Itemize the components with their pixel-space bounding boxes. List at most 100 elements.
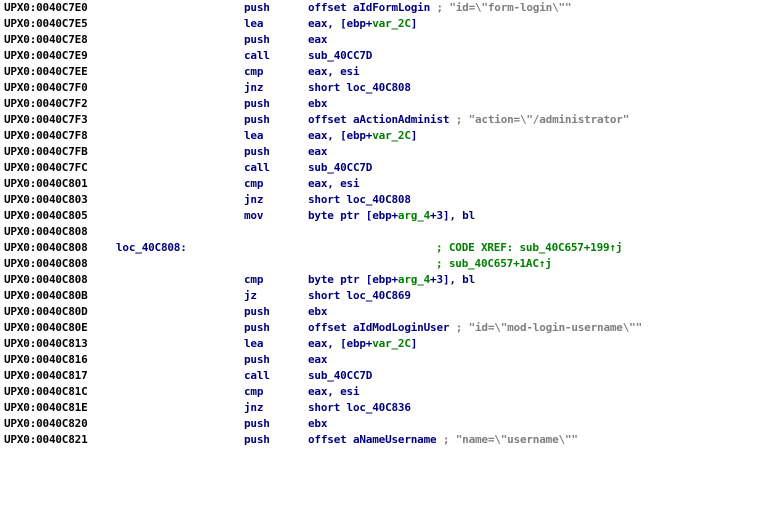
line-address: UPX0:0040C7F3 (4, 113, 88, 126)
line-address: UPX0:0040C821 (4, 433, 88, 446)
line-address: UPX0:0040C7EE (4, 65, 88, 78)
operand-text: eax, [ebp+ (308, 129, 373, 142)
stack-variable[interactable]: var_2C (372, 337, 411, 350)
line-mnemonic: push (244, 353, 270, 366)
stack-variable[interactable]: var_2C (372, 129, 411, 142)
line-address: UPX0:0040C7F8 (4, 129, 88, 142)
line-address: UPX0:0040C805 (4, 209, 88, 222)
listing-line[interactable]: UPX0:0040C7F8 lea eax, [ebp+var_2C] (0, 128, 781, 144)
line-address: UPX0:0040C80E (4, 321, 88, 334)
listing-line[interactable]: UPX0:0040C80B jz short loc_40C869 (0, 288, 781, 304)
line-mnemonic: call (244, 161, 270, 174)
line-mnemonic: lea (244, 337, 264, 350)
line-operands[interactable]: offset aIdFormLogin ; "id=\"form-login\"… (308, 0, 572, 16)
line-address: UPX0:0040C80B (4, 289, 88, 302)
listing-line[interactable]: UPX0:0040C7EE cmp eax, esi (0, 64, 781, 80)
line-mnemonic: call (244, 369, 270, 382)
line-operands[interactable]: short loc_40C836 (308, 401, 411, 414)
line-operands[interactable]: eax, esi (308, 65, 360, 78)
line-operands[interactable]: short loc_40C869 (308, 289, 411, 302)
listing-line[interactable]: UPX0:0040C80E push offset aIdModLoginUse… (0, 320, 781, 336)
line-comment: ; "action=\"/administrator" (455, 113, 630, 126)
listing-line[interactable]: UPX0:0040C817 call sub_40CC7D (0, 368, 781, 384)
listing-line[interactable]: UPX0:0040C808 (0, 224, 781, 240)
line-address: UPX0:0040C81C (4, 385, 88, 398)
operand-text: ] (410, 337, 418, 350)
line-mnemonic: push (244, 145, 270, 158)
line-mnemonic: cmp (244, 273, 264, 286)
operand-text: eax, [ebp+ (308, 337, 373, 350)
line-mnemonic: push (244, 305, 270, 318)
listing-line[interactable]: UPX0:0040C816 push eax (0, 352, 781, 368)
stack-variable[interactable]: arg_4 (397, 209, 431, 222)
listing-line[interactable]: UPX0:0040C7FC call sub_40CC7D (0, 160, 781, 176)
listing-line[interactable]: UPX0:0040C808 ; sub_40C657+1AC↑j (0, 256, 781, 272)
listing-line[interactable]: UPX0:0040C805 mov byte ptr [ebp+arg_4+3]… (0, 208, 781, 224)
listing-line[interactable]: UPX0:0040C808 loc_40C808: ; CODE XREF: s… (0, 240, 781, 256)
line-operands[interactable]: ebx (308, 97, 328, 110)
line-operands[interactable]: sub_40CC7D (308, 49, 373, 62)
code-label[interactable]: loc_40C808: (116, 241, 187, 254)
line-mnemonic: jnz (244, 81, 264, 94)
line-address: UPX0:0040C81E (4, 401, 88, 414)
line-operands[interactable]: eax (308, 33, 328, 46)
listing-line[interactable]: UPX0:0040C820 push ebx (0, 416, 781, 432)
listing-line[interactable]: UPX0:0040C7E8 push eax (0, 32, 781, 48)
listing-line[interactable]: UPX0:0040C803 jnz short loc_40C808 (0, 192, 781, 208)
line-operands[interactable]: offset aIdModLoginUser ; "id=\"mod-login… (308, 320, 642, 336)
line-address: UPX0:0040C7FC (4, 161, 88, 174)
line-address: UPX0:0040C7E5 (4, 17, 88, 30)
listing-line[interactable]: UPX0:0040C7F3 push offset aActionAdminis… (0, 112, 781, 128)
line-operands[interactable]: ebx (308, 305, 328, 318)
line-operands[interactable]: byte ptr [ebp+arg_4+3], bl (308, 208, 475, 224)
listing-line[interactable]: UPX0:0040C80D push ebx (0, 304, 781, 320)
line-operands[interactable]: eax, [ebp+var_2C] (308, 336, 417, 352)
listing-line[interactable]: UPX0:0040C808 cmp byte ptr [ebp+arg_4+3]… (0, 272, 781, 288)
line-operands[interactable]: eax, [ebp+var_2C] (308, 16, 417, 32)
line-address: UPX0:0040C816 (4, 353, 88, 366)
line-operands[interactable]: eax, esi (308, 177, 360, 190)
listing-line[interactable]: UPX0:0040C821 push offset aNameUsername … (0, 432, 781, 448)
listing-line[interactable]: UPX0:0040C7E9 call sub_40CC7D (0, 48, 781, 64)
listing-line[interactable]: UPX0:0040C81C cmp eax, esi (0, 384, 781, 400)
operand-text: byte ptr [ebp+ (308, 209, 398, 222)
listing-line[interactable]: UPX0:0040C813 lea eax, [ebp+var_2C] (0, 336, 781, 352)
listing-line[interactable]: UPX0:0040C801 cmp eax, esi (0, 176, 781, 192)
line-address: UPX0:0040C801 (4, 177, 88, 190)
xref-text: ; sub_40C657+1AC (436, 257, 539, 270)
line-address: UPX0:0040C808 (4, 225, 88, 238)
listing-line[interactable]: UPX0:0040C81E jnz short loc_40C836 (0, 400, 781, 416)
disassembly-listing[interactable]: UPX0:0040C7E0 push offset aIdFormLogin ;… (0, 0, 781, 454)
line-address: UPX0:0040C7FB (4, 145, 88, 158)
line-operands[interactable]: sub_40CC7D (308, 369, 373, 382)
line-operands[interactable]: sub_40CC7D (308, 161, 373, 174)
line-operands[interactable]: short loc_40C808 (308, 193, 411, 206)
line-mnemonic: jnz (244, 193, 264, 206)
line-comment: ; "name=\"username\"" (442, 433, 578, 446)
line-operands[interactable]: byte ptr [ebp+arg_4+3], bl (308, 272, 475, 288)
line-mnemonic: lea (244, 17, 264, 30)
line-operands[interactable]: offset aNameUsername ; "name=\"username\… (308, 432, 578, 448)
line-operands[interactable]: ebx (308, 417, 328, 430)
stack-variable[interactable]: arg_4 (397, 273, 431, 286)
line-address: UPX0:0040C813 (4, 337, 88, 350)
listing-line[interactable]: UPX0:0040C7F2 push ebx (0, 96, 781, 112)
xref-comment[interactable]: ; sub_40C657+1AC↑j (436, 256, 552, 272)
line-address: UPX0:0040C7E8 (4, 33, 88, 46)
line-operands[interactable]: offset aActionAdminist ; "action=\"/admi… (308, 112, 629, 128)
listing-line[interactable]: UPX0:0040C7F0 jnz short loc_40C808 (0, 80, 781, 96)
stack-variable[interactable]: var_2C (372, 17, 411, 30)
line-operands[interactable]: short loc_40C808 (308, 81, 411, 94)
line-mnemonic: lea (244, 129, 264, 142)
listing-line[interactable]: UPX0:0040C7FB push eax (0, 144, 781, 160)
line-operands[interactable]: eax (308, 145, 328, 158)
xref-type: j (615, 241, 623, 254)
xref-comment[interactable]: ; CODE XREF: sub_40C657+199↑j (436, 240, 623, 256)
line-operands[interactable]: eax, [ebp+var_2C] (308, 128, 417, 144)
listing-line[interactable]: UPX0:0040C7E5 lea eax, [ebp+var_2C] (0, 16, 781, 32)
operand-text: offset aNameUsername (308, 433, 437, 446)
line-mnemonic: push (244, 433, 270, 446)
line-operands[interactable]: eax, esi (308, 385, 360, 398)
line-operands[interactable]: eax (308, 353, 328, 366)
listing-line[interactable]: UPX0:0040C7E0 push offset aIdFormLogin ;… (0, 0, 781, 16)
